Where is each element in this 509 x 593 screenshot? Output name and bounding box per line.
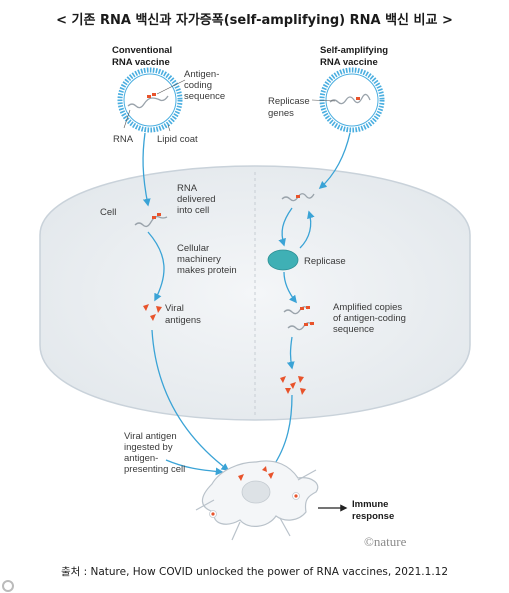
- arrow-copies-to-antigens: [286, 336, 295, 370]
- nature-brand: ©nature: [364, 534, 407, 549]
- corner-circle-icon: [2, 580, 14, 592]
- apc-label-line3: antigen-: [124, 453, 158, 464]
- arrow-sa-particle-to-cell: [318, 132, 351, 190]
- self-amplifying-vaccine-particle: [319, 67, 385, 133]
- arrow-rna-to-antigens: [147, 231, 165, 302]
- machinery-line3: makes protein: [177, 265, 237, 276]
- delivered-line1: RNA: [177, 183, 198, 194]
- immune-response-line2: response: [352, 511, 394, 522]
- immune-response-line1: Immune: [352, 499, 388, 510]
- amplified-line1: Amplified copies: [333, 302, 402, 313]
- arrow-rna-to-replicase: [278, 207, 293, 247]
- conventional-heading-line1: Conventional: [112, 45, 172, 56]
- antigen-label-line3: sequence: [184, 91, 225, 102]
- source-citation: 출처 : Nature, How COVID unlocked the powe…: [60, 566, 449, 578]
- viral-antigens-line2: antigens: [165, 315, 201, 326]
- machinery-line2: machinery: [177, 254, 221, 265]
- arrow-antigens-to-apc: [151, 329, 230, 471]
- antigen-label-line2: coding: [184, 80, 212, 91]
- self-amplifying-heading-line2: RNA vaccine: [320, 57, 378, 68]
- arrow-replicase-to-rna: [299, 210, 315, 249]
- replicase-blob: [267, 249, 299, 271]
- arrow-label-to-apc: [165, 459, 224, 476]
- cell-label: Cell: [100, 207, 116, 218]
- delivered-line3: into cell: [177, 205, 209, 216]
- machinery-line1: Cellular: [177, 243, 209, 254]
- amplified-line3: sequence: [333, 324, 374, 335]
- replicase-genes-line1: Replicase: [268, 96, 310, 107]
- replicase-genes-line2: genes: [268, 108, 294, 119]
- apc-label-line1: Viral antigen: [124, 431, 177, 442]
- lipid-coat-label: Lipid coat: [157, 134, 198, 145]
- apc-label-line4: presenting cell: [124, 464, 185, 475]
- amplified-copies: [283, 306, 314, 331]
- conventional-vaccine-particle: [117, 67, 183, 133]
- replicase-label: Replicase: [304, 256, 346, 267]
- rna-strand-left: [134, 213, 168, 228]
- viral-antigens-left: [143, 304, 162, 321]
- delivered-line2: delivered: [177, 194, 216, 205]
- viral-antigens-line1: Viral: [165, 303, 184, 314]
- arrow-particle-to-cell: [142, 132, 151, 207]
- rna-label: RNA: [113, 134, 134, 145]
- arrow-replicase-to-copies: [283, 271, 297, 304]
- conventional-heading-line2: RNA vaccine: [112, 57, 170, 68]
- viral-antigens-right: [280, 376, 306, 395]
- apc-label-line2: ingested by: [124, 442, 173, 453]
- antigen-presenting-cell: [195, 460, 319, 541]
- amplified-line2: of antigen-coding: [333, 313, 406, 324]
- page-title: < 기존 RNA 백신과 자가증폭(self-amplifying) RNA 백…: [56, 13, 453, 28]
- antigen-label-line1: Antigen-: [184, 69, 219, 80]
- arrow-sa-antigens-to-apc: [271, 394, 293, 470]
- self-amplifying-heading-line1: Self-amplifying: [320, 45, 388, 56]
- rna-strand-right: [281, 193, 315, 202]
